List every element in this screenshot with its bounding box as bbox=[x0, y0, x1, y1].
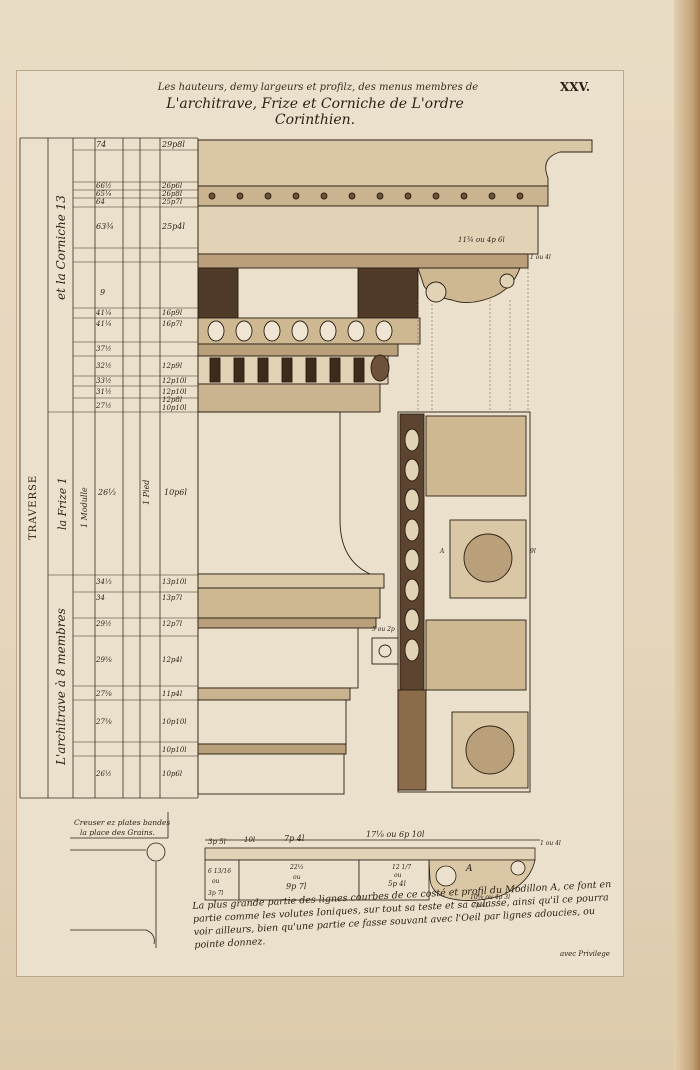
box3-bot: 5p 4l bbox=[388, 880, 406, 888]
corniche-value: 37½ bbox=[96, 345, 112, 353]
frize-measure: 10p6l bbox=[164, 488, 187, 497]
architrave-drawing bbox=[197, 573, 385, 795]
label-pied: 1 Pied bbox=[142, 479, 151, 505]
corniche-value: 31½ bbox=[96, 388, 112, 396]
architrave-value: 34⅓ bbox=[96, 578, 112, 586]
corniche-measure: 16p7l bbox=[162, 320, 183, 328]
frize-value: 26⅓ bbox=[98, 488, 116, 497]
modillon-elevation bbox=[204, 839, 540, 901]
page-edge bbox=[674, 0, 700, 1070]
corniche-value: 64 bbox=[96, 198, 105, 206]
label-traverse: TRAVERSE bbox=[28, 474, 39, 540]
architrave-value: 34 bbox=[96, 594, 105, 602]
bottom-dim-right: 1 ou 4l bbox=[540, 840, 561, 847]
corniche-value: 32½ bbox=[96, 362, 112, 370]
privilege-note: avec Privilege bbox=[560, 950, 610, 958]
box1-mid: ou bbox=[212, 878, 220, 885]
box2-top: 22⅓ bbox=[290, 864, 304, 871]
projection-lines bbox=[417, 268, 529, 412]
bottom-dim-c: 17⅛ ou 6p 10l bbox=[366, 830, 425, 839]
architrave-measure: 10p6l bbox=[162, 770, 183, 778]
architrave-measure: 13p7l bbox=[162, 594, 183, 602]
header-line-2: L'architrave, Frize et Corniche de L'ord… bbox=[166, 96, 464, 128]
corniche-measure: 12p8l bbox=[162, 396, 183, 404]
header-line-1: Les hauteurs, demy largeurs et profilz, … bbox=[157, 82, 479, 93]
architrave-measure: 10p10l bbox=[162, 746, 187, 754]
soffit-right-label: 9l bbox=[530, 548, 536, 555]
box2-mid: ou bbox=[293, 874, 301, 881]
architrave-measure: 12p7l bbox=[162, 620, 183, 628]
architrave-value: 29½ bbox=[96, 620, 112, 628]
corniche-measure: 26p6l bbox=[162, 182, 183, 190]
label-corniche: et la Corniche 13 bbox=[54, 195, 68, 300]
label-a-soffit: A bbox=[440, 548, 445, 555]
architrave-measure: 12p4l bbox=[162, 656, 183, 664]
bottom-dim-left: 3p 5l bbox=[208, 838, 226, 846]
left-note-line1: Creuser ez plates bandes bbox=[74, 818, 171, 827]
corniche-measure: 12p9l bbox=[162, 362, 183, 370]
architrave-value: 27⅜ bbox=[96, 718, 112, 726]
corniche-value: 33½ bbox=[96, 377, 112, 385]
architrave-measure: 13p10l bbox=[162, 578, 187, 586]
left-note-line2: la place des Grains. bbox=[80, 828, 155, 837]
architrave-value: 26½ bbox=[96, 770, 112, 778]
cornice-drawing bbox=[197, 139, 593, 413]
label-architrave: L'architrave à 8 membres bbox=[54, 608, 68, 765]
corniche-value: 27½ bbox=[96, 402, 112, 410]
corniche-measure: 29p8l bbox=[162, 140, 185, 149]
box4-bot: 7p 4l bbox=[472, 902, 488, 909]
box3-mid: ou bbox=[394, 872, 402, 879]
corniche-value: 41¼ bbox=[96, 320, 112, 328]
label-frize: la Frize 1 bbox=[56, 477, 69, 530]
bottom-dim-a: 10l bbox=[244, 836, 256, 844]
corniche-measure: 10p10l bbox=[162, 404, 187, 412]
corniche-value: 9 bbox=[100, 288, 106, 297]
boss-measure-label: 5 ou 2p bbox=[372, 626, 395, 633]
box4-top: 10⅙ ou 4p 3l bbox=[470, 894, 511, 901]
box2-bot: 9p 7l bbox=[286, 882, 307, 891]
label-modulle: 1 Modulle bbox=[80, 487, 89, 528]
architrave-value: 29⅜ bbox=[96, 656, 112, 664]
box3-top: 12 1/7 bbox=[392, 864, 412, 871]
box1-top: 6 13/16 bbox=[208, 868, 232, 875]
corniche-measure: 25p7l bbox=[162, 198, 183, 206]
architrave-value: 27⅜ bbox=[96, 690, 112, 698]
bottom-dim-b: 7p 4l bbox=[284, 834, 305, 843]
corniche-measure: 26p8l bbox=[162, 190, 183, 198]
corniche-value: 66½ bbox=[96, 182, 112, 190]
cornice-right-label: 1 ou 4l bbox=[530, 254, 551, 261]
corniche-measure: 25p4l bbox=[162, 222, 185, 231]
corniche-measure: 12p10l bbox=[162, 377, 187, 385]
scale-table bbox=[19, 137, 199, 799]
architrave-measure: 10p10l bbox=[162, 718, 187, 726]
soffit-panel bbox=[371, 411, 531, 793]
plate-number: XXV. bbox=[560, 80, 591, 94]
architrave-measure: 11p4l bbox=[162, 690, 183, 698]
corniche-value: 41¼ bbox=[96, 309, 112, 317]
corniche-measure: 16p9l bbox=[162, 309, 183, 317]
frieze-drawing bbox=[197, 411, 371, 575]
corniche-measure: 12p10l bbox=[162, 388, 187, 396]
corniche-value: 65¼ bbox=[96, 190, 112, 198]
box1-bot: 3p 7l bbox=[208, 890, 224, 897]
corniche-value: 74 bbox=[96, 140, 107, 149]
corniche-value: 63¾ bbox=[96, 222, 114, 231]
modillon-width-label: 11¾ ou 4p 6l bbox=[458, 236, 505, 244]
lower-profile bbox=[70, 812, 169, 948]
label-a-modillon: A bbox=[466, 864, 473, 874]
